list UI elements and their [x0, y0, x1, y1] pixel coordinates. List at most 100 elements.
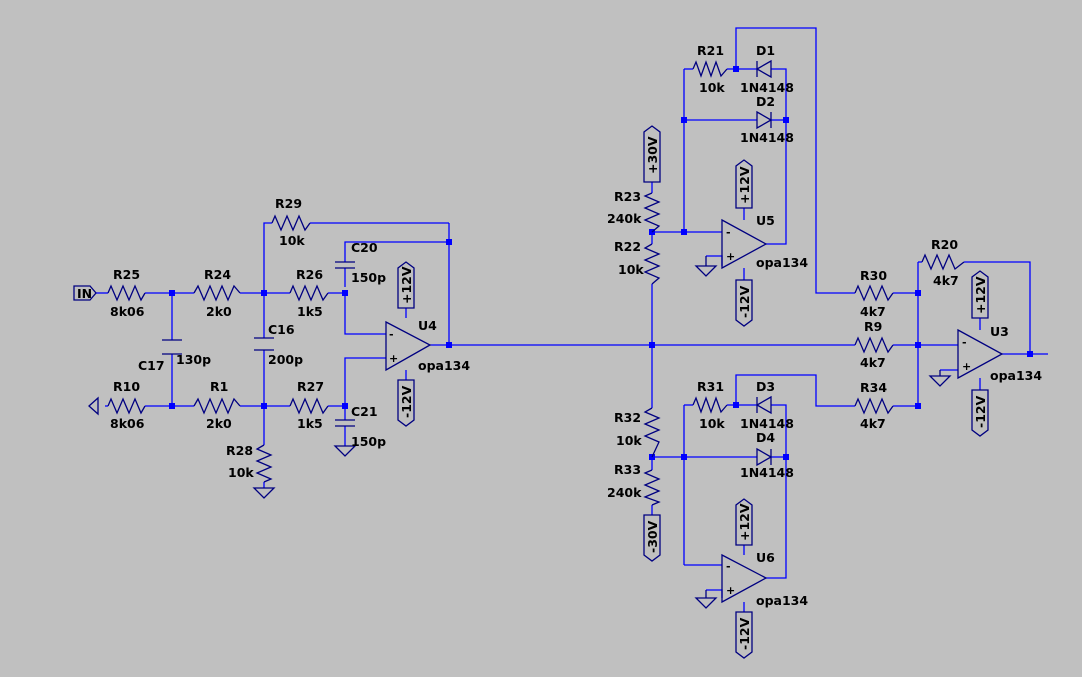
svg-text:-12V: -12V	[737, 285, 752, 318]
svg-text:+: +	[726, 584, 735, 597]
value-u4: opa134	[418, 358, 470, 373]
label-r22: R22	[614, 239, 641, 254]
supply-port-m30: -30V	[643, 514, 661, 562]
label-r34: R34	[860, 380, 887, 395]
supply-port-u3-neg: -12V	[971, 389, 989, 437]
svg-text:-12V: -12V	[973, 395, 988, 428]
opamp-u3: - +	[957, 328, 1004, 380]
supply-port-u5-neg: -12V	[735, 279, 753, 327]
diode-d1	[755, 59, 772, 79]
resistor-r28	[255, 444, 273, 483]
value-r27: 1k5	[297, 416, 323, 431]
opamp-u6: - +	[721, 553, 768, 604]
resistor-r34	[854, 397, 894, 415]
label-r9: R9	[864, 319, 882, 334]
resistor-r25	[107, 284, 146, 302]
value-d3: 1N4148	[740, 416, 794, 431]
svg-text:+30V: +30V	[645, 136, 660, 174]
resistor-r24	[193, 284, 241, 302]
value-r1: 2k0	[206, 416, 232, 431]
value-r28: 10k	[228, 465, 254, 480]
label-r25: R25	[113, 267, 140, 282]
label-r27: R27	[297, 379, 324, 394]
resistor-r20	[921, 253, 965, 271]
value-d4: 1N4148	[740, 465, 794, 480]
resistor-r31	[692, 396, 728, 414]
value-r9: 4k7	[860, 355, 886, 370]
value-r30: 4k7	[860, 304, 886, 319]
svg-text:+12V: +12V	[737, 166, 752, 204]
label-r26: R26	[296, 267, 323, 282]
svg-text:-: -	[726, 226, 731, 239]
supply-port-u5-pos: +12V	[735, 159, 753, 209]
opamps: - + - + - + - +	[385, 218, 1004, 604]
resistor-r23	[643, 192, 661, 233]
value-c20: 150p	[351, 270, 386, 285]
supply-port-u4-neg: -12V	[397, 379, 415, 427]
value-r24: 2k0	[206, 304, 232, 319]
label-u6: U6	[756, 550, 775, 565]
capacitor-c17	[162, 339, 182, 355]
net-ports: IN +12V -12V +12V -12V +12V -12V	[73, 125, 989, 659]
grounds	[252, 256, 952, 609]
resistor-r9	[854, 336, 894, 354]
port-out-icon	[88, 396, 99, 416]
supply-port-u4-pos: +12V	[397, 261, 415, 309]
svg-text:-: -	[389, 328, 394, 341]
capacitor-c20	[335, 261, 355, 269]
value-u3: opa134	[990, 368, 1042, 383]
resistor-r27	[289, 397, 329, 415]
value-c21: 150p	[351, 434, 386, 449]
value-d1: 1N4148	[740, 80, 794, 95]
value-r33: 240k	[607, 485, 642, 500]
diode-d4	[756, 447, 773, 467]
label-d4: D4	[756, 430, 775, 445]
svg-text:+12V: +12V	[973, 276, 988, 314]
resistor-r22	[643, 243, 661, 285]
capacitor-c16	[254, 337, 274, 351]
label-r23: R23	[614, 189, 641, 204]
svg-text:-30V: -30V	[645, 520, 660, 553]
component-labels: R25 8k06 R24 2k0 R29 10k R26 1k5 C20 150…	[110, 43, 1042, 608]
resistor-r26	[289, 284, 329, 302]
svg-text:-12V: -12V	[737, 617, 752, 650]
diode-d2	[756, 110, 773, 130]
value-r32: 10k	[616, 433, 642, 448]
resistor-r30	[854, 284, 894, 302]
ground-icon	[252, 487, 276, 499]
resistor-r1	[193, 397, 241, 415]
label-r24: R24	[204, 267, 231, 282]
value-r31: 10k	[699, 416, 725, 431]
label-r30: R30	[860, 268, 887, 283]
value-u5: opa134	[756, 255, 808, 270]
value-r26: 1k5	[297, 304, 323, 319]
opamp-u4: - +	[385, 320, 432, 372]
supply-port-u3-pos: +12V	[971, 270, 989, 319]
supply-port-u6-pos: +12V	[735, 498, 753, 546]
value-c17: 130p	[176, 352, 211, 367]
svg-text:+: +	[389, 352, 398, 365]
label-c17: C17	[138, 358, 165, 373]
value-r23: 240k	[607, 211, 642, 226]
resistor-r32	[643, 407, 661, 458]
label-r33: R33	[614, 462, 641, 477]
resistor-r33	[643, 469, 661, 506]
value-u6: opa134	[756, 593, 808, 608]
opamp-u5: - +	[721, 218, 768, 270]
resistor-r10	[107, 397, 146, 415]
value-r21: 10k	[699, 80, 725, 95]
resistor-r21	[692, 60, 728, 78]
label-r21: R21	[697, 43, 724, 58]
label-r10: R10	[113, 379, 140, 394]
label-d2: D2	[756, 94, 775, 109]
supply-port-p30: +30V	[643, 125, 661, 183]
label-u4: U4	[418, 318, 437, 333]
label-u5: U5	[756, 213, 775, 228]
label-c21: C21	[351, 404, 378, 419]
svg-text:+12V: +12V	[399, 266, 414, 304]
svg-text:-: -	[962, 336, 967, 349]
label-r32: R32	[614, 410, 641, 425]
svg-text:+12V: +12V	[737, 503, 752, 541]
svg-text:+: +	[962, 360, 971, 373]
